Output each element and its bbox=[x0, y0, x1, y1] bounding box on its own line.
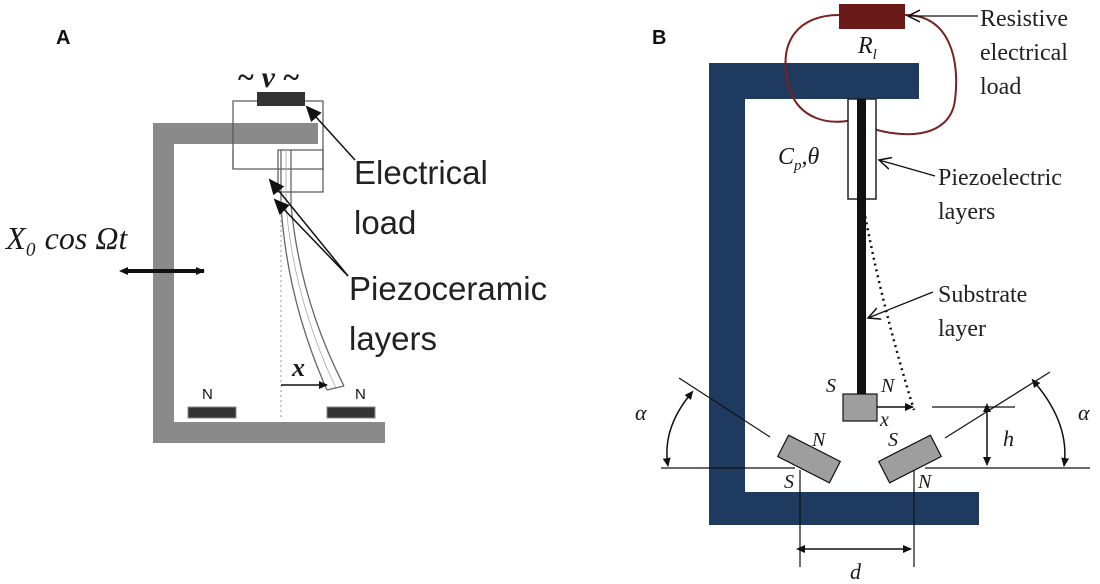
alpha-arc-right bbox=[1031, 378, 1070, 467]
piezoceramic-line2: layers bbox=[349, 320, 438, 357]
piezo-arrow-1 bbox=[273, 198, 349, 277]
resistor bbox=[839, 4, 905, 29]
piezoelectric-line1: Piezoelectric bbox=[938, 165, 1062, 191]
substrate-line2: layer bbox=[938, 316, 986, 342]
piezoelectric-line2: layers bbox=[938, 199, 996, 225]
panel-b-letter: B bbox=[652, 27, 667, 49]
alpha-right-label: α bbox=[1078, 400, 1090, 425]
substrate-line1: Substrate bbox=[938, 282, 1028, 308]
alpha-left-label: α bbox=[635, 400, 647, 425]
panel-a-letter: A bbox=[56, 27, 71, 49]
frame-a-bottom-bar bbox=[153, 422, 385, 443]
tip-n-label: N bbox=[881, 375, 895, 397]
piezo-arrow-2 bbox=[268, 178, 349, 277]
frame-a-top-bar bbox=[153, 123, 318, 144]
alpha-arc-left bbox=[662, 390, 694, 467]
frame-b-bottom-bar bbox=[709, 492, 979, 525]
electrical-load-box bbox=[232, 100, 324, 193]
frame-a-left-wall bbox=[153, 123, 174, 443]
electrical-load-line1: Electrical bbox=[354, 154, 488, 191]
magnet-b-right bbox=[877, 434, 943, 484]
tip-magnet bbox=[842, 393, 878, 422]
magnet-b-left bbox=[776, 434, 842, 484]
tip-s-label: S bbox=[826, 375, 836, 397]
x-label-a: x bbox=[292, 353, 305, 382]
left-magnet-s: S bbox=[784, 471, 794, 493]
electrical-load-arrow bbox=[305, 105, 356, 161]
frame-b-left-wall bbox=[709, 63, 745, 525]
electrical-load-line2: load bbox=[354, 204, 417, 241]
piezo-pointer bbox=[879, 160, 936, 177]
frame-b-top-bar bbox=[709, 63, 919, 99]
right-magnet-s: S bbox=[888, 429, 898, 451]
piezoceramic-line1: Piezoceramic bbox=[349, 270, 548, 307]
resistive-load-line2: electrical bbox=[980, 40, 1068, 66]
resistor-wiring bbox=[784, 14, 958, 136]
resistive-load-line1: Resistive bbox=[980, 6, 1068, 32]
left-magnet-n: N bbox=[812, 429, 826, 451]
magnet-a-left bbox=[187, 406, 237, 419]
magnet-a-right bbox=[326, 406, 376, 419]
right-magnet-n: N bbox=[918, 471, 932, 493]
excitation-label: X₀ cos Ωt bbox=[6, 220, 128, 256]
magnet-a-right-label: N bbox=[355, 386, 366, 403]
x-label-b: x bbox=[880, 409, 889, 431]
load-element bbox=[257, 92, 305, 106]
cantilever-beam-a bbox=[280, 150, 345, 391]
frame-b bbox=[709, 63, 979, 525]
capacitance-label: Cp,θ bbox=[778, 144, 820, 174]
deflected-beam bbox=[860, 198, 916, 411]
substrate-layer bbox=[857, 99, 866, 396]
substrate-pointer bbox=[868, 291, 934, 318]
voltage-label: ~ v ~ bbox=[237, 61, 300, 94]
frame-a bbox=[153, 123, 385, 443]
h-label: h bbox=[1003, 426, 1014, 451]
resistor-label: Rl bbox=[858, 33, 877, 63]
d-label: d bbox=[850, 559, 861, 584]
resistive-load-line3: load bbox=[980, 74, 1022, 100]
magnet-a-left-label: N bbox=[202, 386, 213, 403]
